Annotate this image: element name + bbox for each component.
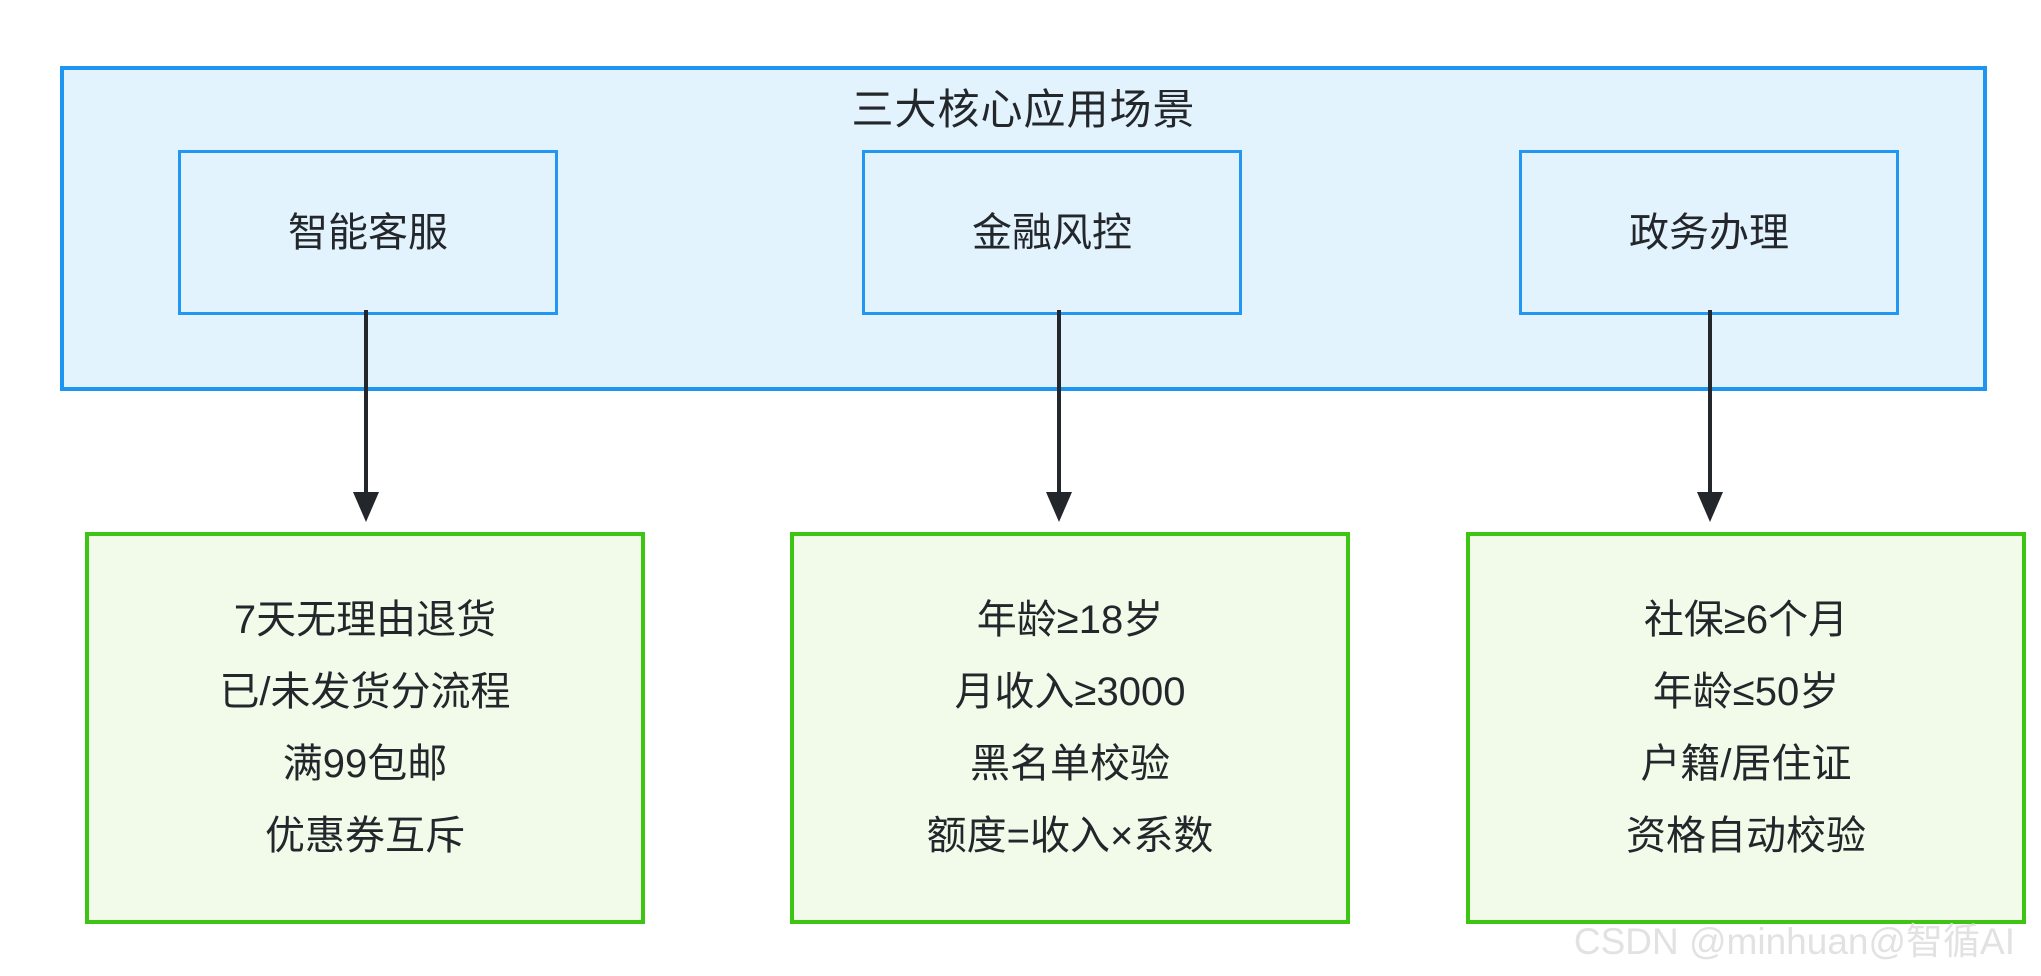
- rule-line: 年龄≥18岁: [976, 598, 1164, 642]
- rule-box-smart-customer-service[interactable]: 7天无理由退货 已/未发货分流程 满99包邮 优惠券互斥: [85, 532, 645, 924]
- rule-line: 黑名单校验: [970, 742, 1170, 786]
- scenario-box-label: 智能客服: [288, 210, 448, 255]
- arrow-shaft: [1057, 310, 1061, 500]
- arrow-head: [1697, 492, 1723, 522]
- arrow-head: [1046, 492, 1072, 522]
- rule-line: 优惠券互斥: [265, 814, 465, 858]
- scenario-container-title: 三大核心应用场景: [851, 86, 1196, 133]
- scenario-container: 三大核心应用场景 智能客服 金融风控 政务办理: [60, 66, 1987, 391]
- rule-line: 已/未发货分流程: [219, 670, 511, 714]
- rule-line: 资格自动校验: [1626, 814, 1866, 858]
- arrow-down-icon-2: [1046, 310, 1072, 522]
- scenario-box-label: 金融风控: [972, 210, 1132, 255]
- arrow-shaft: [1708, 310, 1712, 500]
- rule-line: 社保≥6个月: [1643, 598, 1849, 642]
- rule-line: 额度=收入×系数: [926, 814, 1214, 858]
- rule-line: 7天无理由退货: [233, 598, 497, 642]
- rule-box-government-affairs[interactable]: 社保≥6个月 年龄≤50岁 户籍/居住证 资格自动校验: [1466, 532, 2026, 924]
- arrow-down-icon-3: [1697, 310, 1723, 522]
- rule-line: 户籍/居住证: [1640, 742, 1852, 786]
- arrow-head: [353, 492, 379, 522]
- arrow-down-icon-1: [353, 310, 379, 522]
- scenario-box-smart-customer-service[interactable]: 智能客服: [178, 150, 558, 315]
- rule-line: 满99包邮: [282, 742, 448, 786]
- scenario-box-financial-risk-control[interactable]: 金融风控: [862, 150, 1242, 315]
- rule-line: 年龄≤50岁: [1652, 670, 1840, 714]
- scenario-box-government-affairs[interactable]: 政务办理: [1519, 150, 1899, 315]
- arrow-shaft: [364, 310, 368, 500]
- rule-line: 月收入≥3000: [954, 670, 1186, 714]
- scenario-box-label: 政务办理: [1629, 210, 1789, 255]
- csdn-watermark: CSDN @minhuan@智循AI: [1573, 921, 2015, 962]
- rule-box-financial-risk-control[interactable]: 年龄≥18岁 月收入≥3000 黑名单校验 额度=收入×系数: [790, 532, 1350, 924]
